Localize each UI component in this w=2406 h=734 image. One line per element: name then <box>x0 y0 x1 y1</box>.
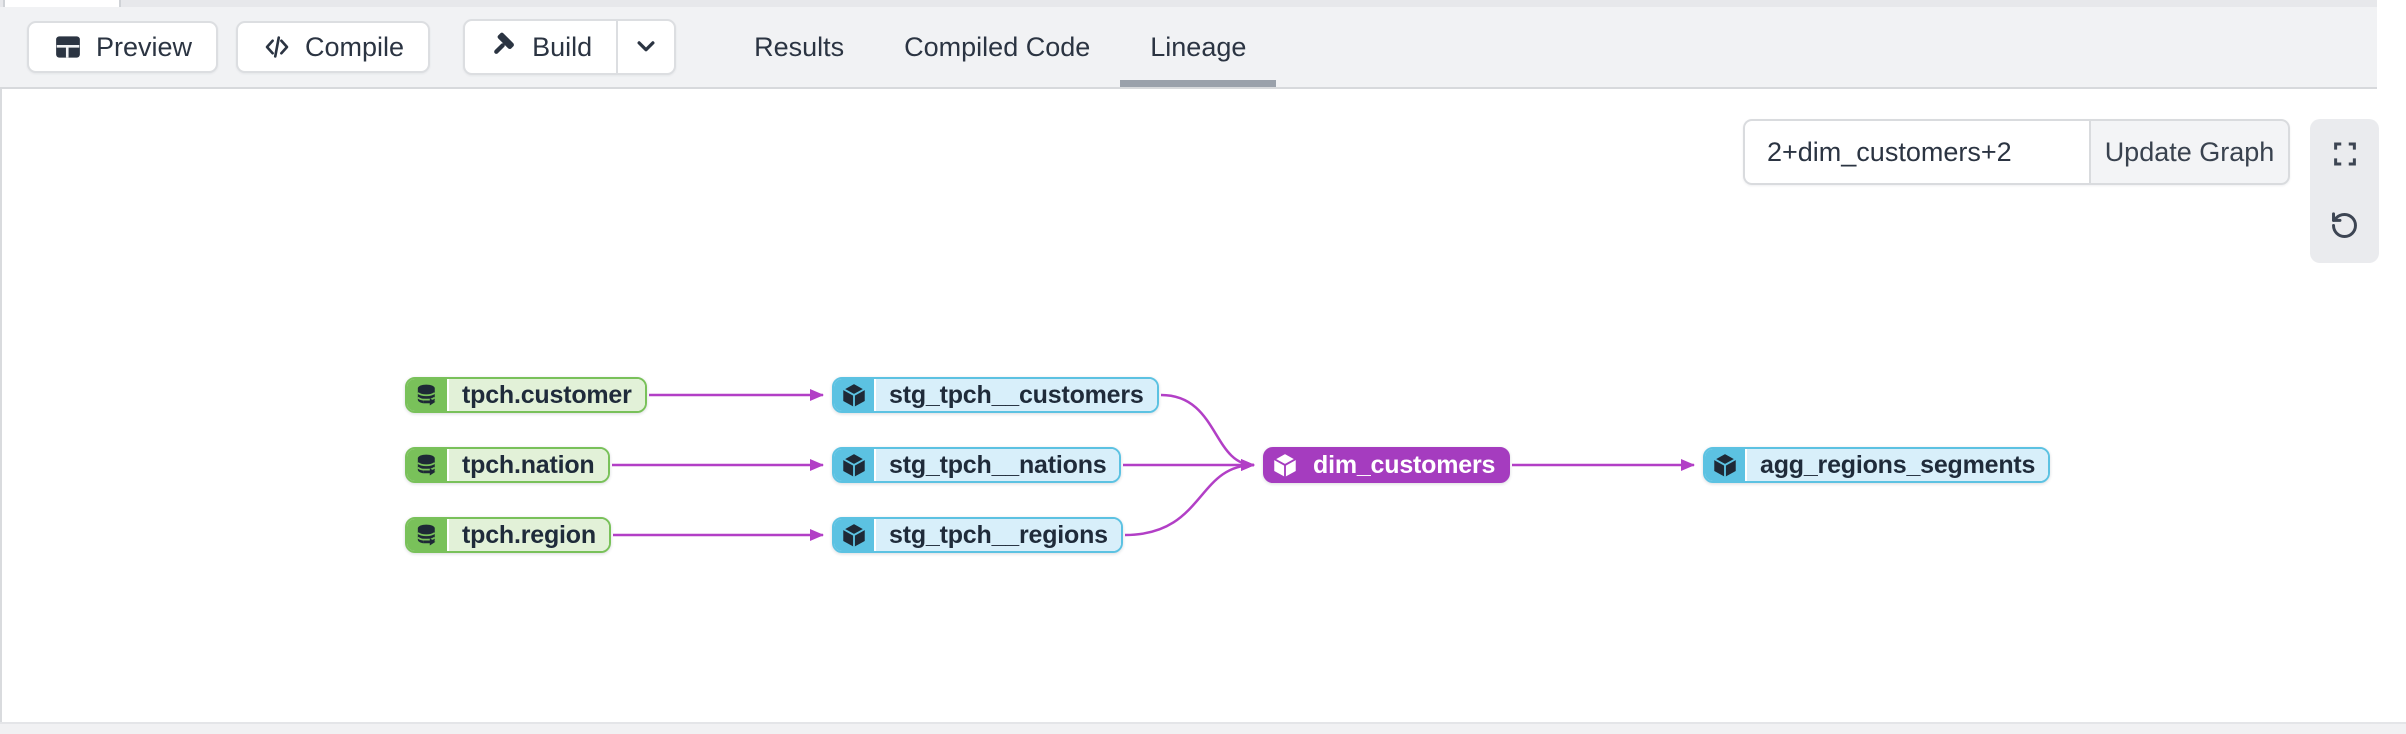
code-icon <box>262 32 292 62</box>
pane-left-border <box>0 89 2 722</box>
lineage-node-label: stg_tpch__regions <box>874 519 1121 551</box>
update-graph-button[interactable]: Update Graph <box>2089 119 2290 185</box>
lineage-node-label: tpch.region <box>447 519 609 551</box>
cube-icon <box>834 519 874 551</box>
build-button-label: Build <box>532 31 593 62</box>
database-icon <box>407 449 447 481</box>
fullscreen-button[interactable] <box>2310 122 2379 188</box>
lineage-node-agg_regions_segments[interactable]: agg_regions_segments <box>1703 447 2051 483</box>
build-button-group: Build <box>463 19 677 75</box>
tab-lineage-label: Lineage <box>1150 31 1247 62</box>
compile-button[interactable]: Compile <box>236 21 431 73</box>
chevron-down-icon <box>631 31 661 64</box>
rotate-ccw-icon <box>2329 210 2360 244</box>
file-tabstrip-remnant <box>0 0 2377 7</box>
lineage-node-label: dim_customers <box>1305 449 1509 481</box>
preview-button-label: Preview <box>96 31 193 62</box>
result-tabs: Results Compiled Code Lineage <box>724 7 1277 87</box>
bottom-strip <box>0 722 2406 734</box>
lineage-node-label: stg_tpch__nations <box>874 449 1120 481</box>
build-dropdown-button[interactable] <box>616 21 674 73</box>
tab-lineage[interactable]: Lineage <box>1120 7 1277 87</box>
fullscreen-icon <box>2330 139 2360 172</box>
hammer-icon <box>489 29 519 66</box>
lineage-node-tpch.nation[interactable]: tpch.nation <box>405 447 610 483</box>
compile-button-label: Compile <box>305 31 405 62</box>
cube-icon <box>1265 449 1305 481</box>
reset-view-button[interactable] <box>2310 194 2379 260</box>
database-icon <box>407 379 447 411</box>
lineage-tool-panel <box>2310 119 2379 263</box>
toolbar: Preview Compile Build Results <box>0 7 2377 89</box>
preview-button[interactable]: Preview <box>27 21 219 73</box>
lineage-node-dim_customers[interactable]: dim_customers <box>1263 447 1511 483</box>
tab-results[interactable]: Results <box>724 7 874 87</box>
lineage-node-stg_tpch__nations[interactable]: stg_tpch__nations <box>832 447 1122 483</box>
tab-results-label: Results <box>754 31 845 62</box>
cube-icon <box>834 379 874 411</box>
tab-compiled-code-label: Compiled Code <box>904 31 1091 62</box>
lineage-node-stg_tpch__customers[interactable]: stg_tpch__customers <box>832 377 1159 413</box>
table-icon <box>53 32 83 62</box>
database-icon <box>407 519 447 551</box>
lineage-node-label: tpch.customer <box>447 379 645 411</box>
lineage-node-label: stg_tpch__customers <box>874 379 1157 411</box>
lineage-node-label: tpch.nation <box>447 449 608 481</box>
cube-icon <box>1705 449 1745 481</box>
cube-icon <box>834 449 874 481</box>
node-selector: Update Graph <box>1743 119 2290 185</box>
lineage-node-tpch.region[interactable]: tpch.region <box>405 517 611 553</box>
lineage-node-tpch.customer[interactable]: tpch.customer <box>405 377 647 413</box>
lineage-node-stg_tpch__regions[interactable]: stg_tpch__regions <box>832 517 1123 553</box>
node-selector-input[interactable] <box>1743 119 2089 185</box>
lineage-node-label: agg_regions_segments <box>1745 449 2049 481</box>
file-tab-remnant <box>3 0 121 7</box>
tab-compiled-code[interactable]: Compiled Code <box>874 7 1120 87</box>
build-button[interactable]: Build <box>465 21 616 73</box>
